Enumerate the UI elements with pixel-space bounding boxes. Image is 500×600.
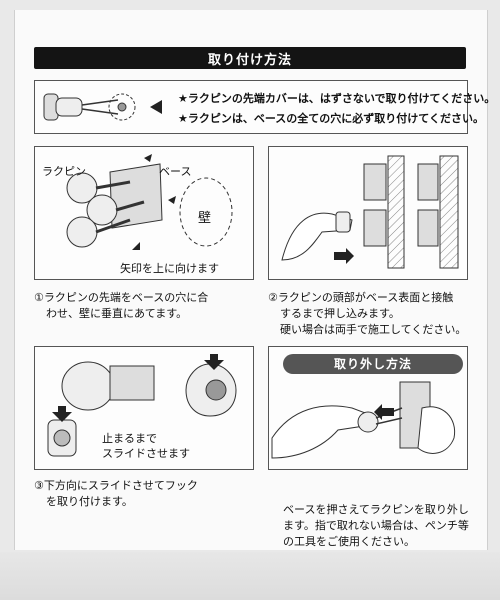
press-pin-illustration [281,155,459,269]
title-bar: 取り付け方法 [34,47,466,69]
step-2-line-3: 硬い場合は両手で施工してください。 [280,323,467,336]
removal-title: 取り外し方法 [283,354,463,374]
step-3-line-2: を取り付けます。 [46,495,133,508]
removal-text-line-1: ベースを押さえてラクピンを取り外し [283,503,469,516]
notice-2: ★ラクピンは、ベースの全ての穴に必ず取り付けてください。 [178,112,484,125]
step-1-line-1: ①ラクピンの先端をベースの穴に合 [34,291,209,304]
label-wall: 壁 [198,211,212,226]
slide-label-line-1: 止まるまで [102,432,157,445]
pin-base-illustration [66,154,233,250]
label-pin: ラクピン [42,165,86,178]
step-3-line-1: ③下方向にスライドさせてフック [34,479,198,492]
bottom-shadow [0,552,500,600]
step-2-line-2: するまで押し込みます。 [280,307,400,320]
step-1-line-2: わせ、壁に垂直にあてます。 [46,307,188,320]
notice-box [34,80,468,134]
notice-1: ★ラクピンの先端カバーは、はずさないで取り付けてください。 [178,92,496,105]
step-2-line-1: ②ラクピンの頭部がベース表面と接触 [268,291,454,304]
label-arrow-up: 矢印を上に向けます [120,262,219,275]
removal-text-line-3: の工具をご使用ください。 [283,535,415,548]
removal-illustration [271,381,456,459]
removal-text-line-2: ます。指で取れない場合は、ペンチ等 [283,519,469,532]
label-base: ベース [159,165,192,178]
slide-label-line-2: スライドさせます [102,447,190,460]
page-title: 取り付け方法 [207,53,292,68]
pin-cover-icon [43,93,162,121]
slide-hook-illustration [47,354,237,457]
